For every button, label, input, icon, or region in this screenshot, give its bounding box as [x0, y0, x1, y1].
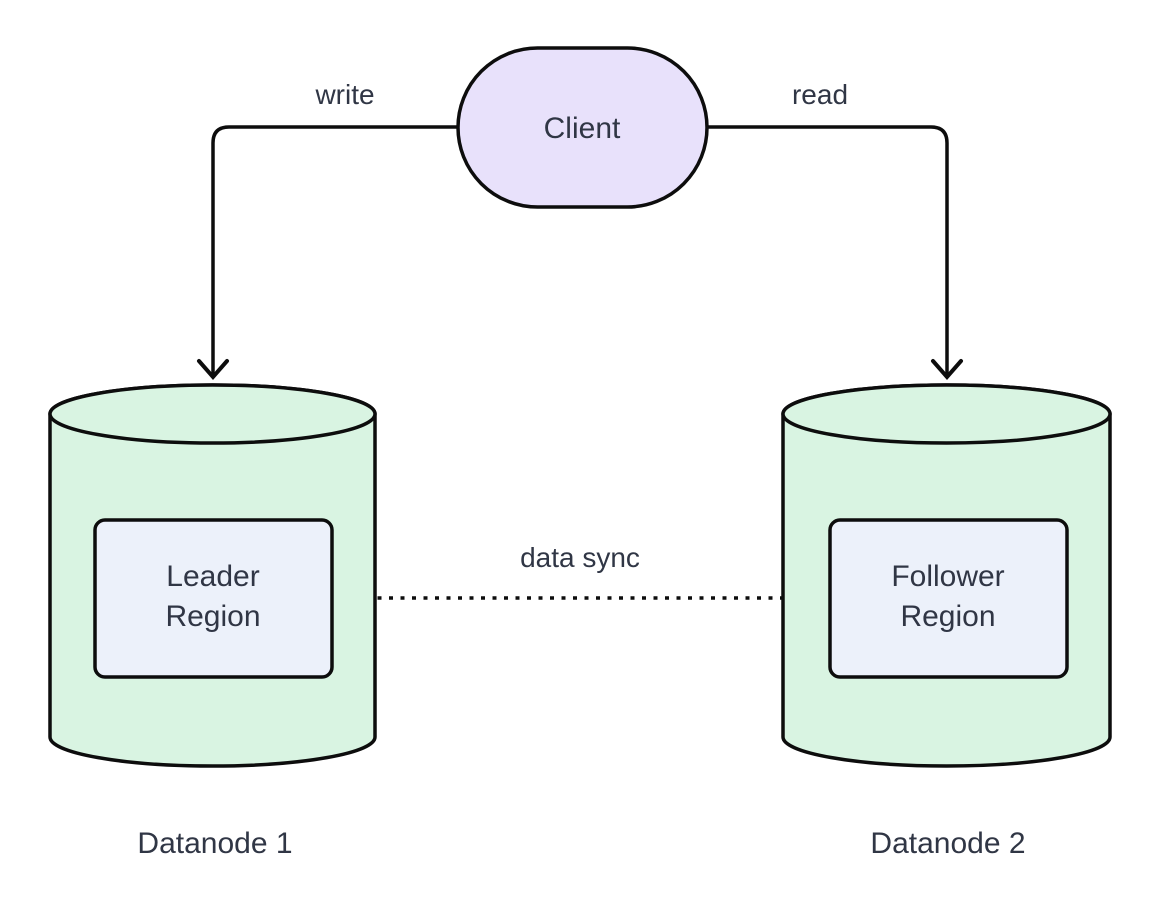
arrow-down-icon	[931, 359, 963, 381]
leader-region-label-line2: Region	[165, 600, 260, 633]
client-label: Client	[544, 112, 621, 145]
leader-region-shape	[93, 518, 334, 679]
datanode2-cylinder-top	[781, 383, 1112, 445]
follower-region-label-line2: Region	[900, 600, 995, 633]
leader-region-label-line1: Leader	[166, 560, 259, 593]
follower-region-label-line1: Follower	[891, 560, 1004, 593]
datanode1-caption: Datanode 1	[137, 827, 292, 860]
edge-read-label: read	[792, 79, 848, 110]
datanode1-cylinder-top	[48, 383, 377, 445]
edge-write: write	[197, 79, 458, 381]
edge-write-line	[211, 125, 458, 374]
follower-region-shape	[828, 518, 1069, 679]
node-client: Client	[456, 46, 709, 209]
edge-data-sync: data sync	[343, 542, 826, 614]
arrow-down-icon	[197, 359, 229, 381]
edge-read: read	[707, 79, 963, 381]
edge-write-label: write	[314, 79, 374, 110]
edge-data-sync-label: data sync	[520, 542, 640, 573]
datanode2-caption: Datanode 2	[870, 827, 1025, 860]
edge-read-line	[707, 125, 949, 374]
client-shape	[456, 46, 709, 209]
